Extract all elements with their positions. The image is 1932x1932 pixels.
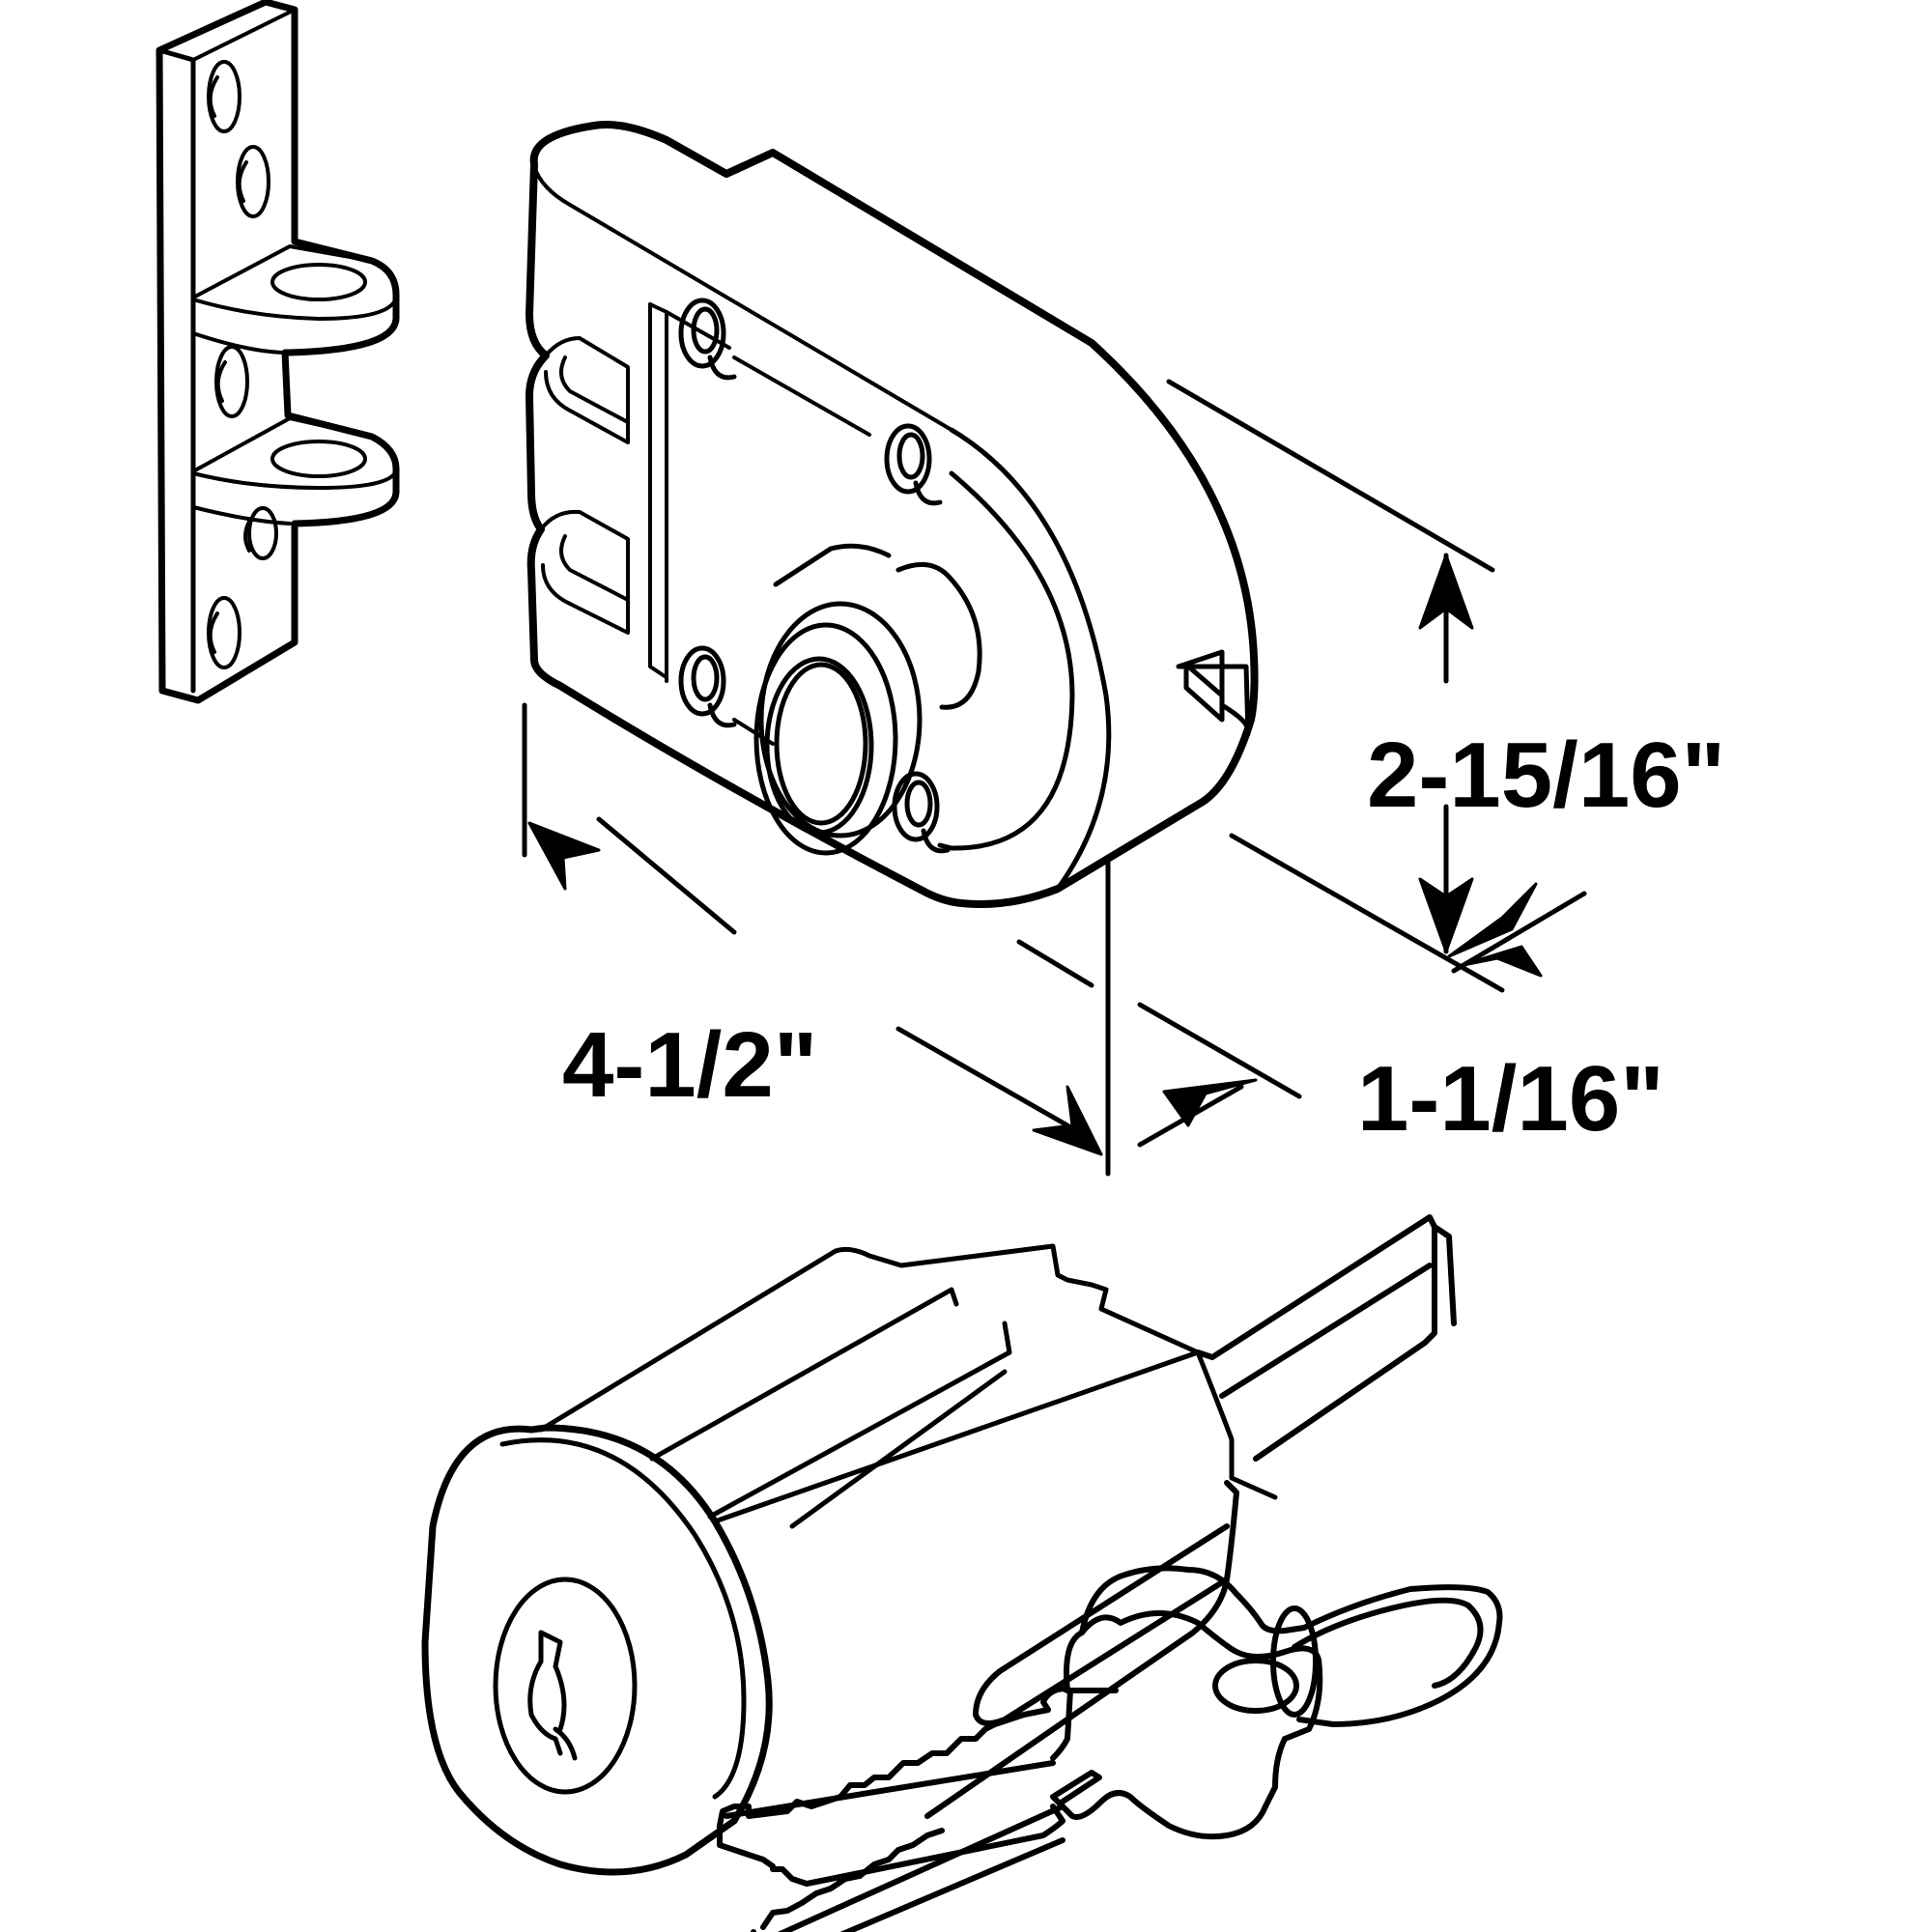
height-dimension-label: 2-15/16" [1367,724,1725,827]
depth-dimension-label: 1-1/16" [1357,1047,1664,1151]
keys [717,1565,1503,1932]
length-dimension-label: 4-1/2" [562,1013,817,1117]
strike-plate [156,0,400,704]
lock-cylinder [421,1214,1457,1876]
dimension-arrowheads [527,554,1543,1156]
deadlock-housing [526,121,1259,908]
dimension-labels: 2-15/16" 4-1/2" 1-1/16" [562,724,1725,1151]
dimension-lines [522,379,1587,1177]
